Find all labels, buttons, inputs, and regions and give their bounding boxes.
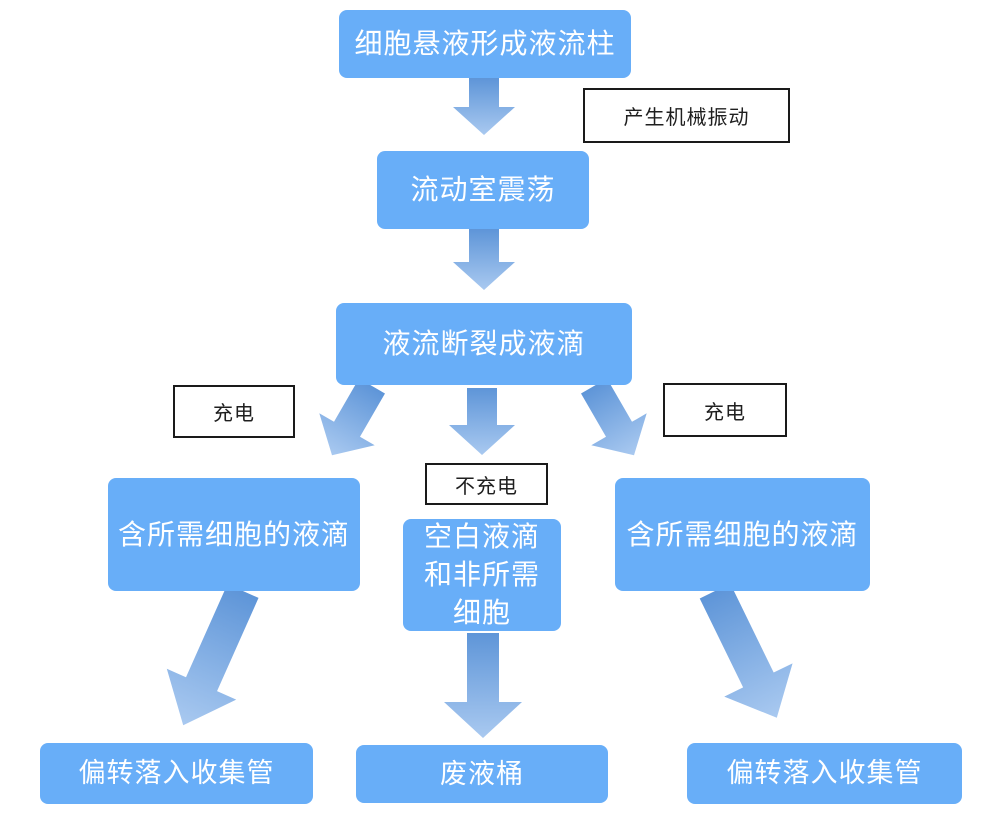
node-deflect-into-collection-tube-left: 偏转落入收集管	[40, 743, 313, 804]
node-blank-droplets-undesired-cells: 空白液滴 和非所需 细胞	[403, 519, 561, 631]
arrow-left-to-collect-icon	[166, 584, 259, 726]
node-stream-breaks-into-droplets: 液流断裂成液滴	[336, 303, 632, 385]
arrow-right-to-collect-icon	[699, 583, 793, 718]
label-charge-right: 充电	[663, 383, 787, 437]
arrow-top-to-flowchamber-icon	[453, 78, 515, 135]
label-mechanical-vibration: 产生机械振动	[583, 88, 790, 143]
label-no-charge: 不充电	[425, 463, 548, 505]
arrow-breakup-to-right-icon	[581, 378, 647, 456]
node-cell-suspension-stream: 细胞悬液形成液流柱	[339, 10, 631, 78]
label-charge-left: 充电	[173, 385, 295, 438]
arrow-middle-to-waste-icon	[444, 633, 522, 738]
node-droplets-with-desired-cells-right: 含所需细胞的液滴	[615, 478, 870, 591]
arrow-breakup-to-left-icon	[319, 378, 385, 456]
node-flow-chamber-oscillation: 流动室震荡	[377, 151, 589, 229]
node-deflect-into-collection-tube-right: 偏转落入收集管	[687, 743, 962, 804]
arrow-flowchamber-to-breakup-icon	[453, 229, 515, 290]
arrow-breakup-to-middle-icon	[449, 388, 515, 455]
node-droplets-with-desired-cells-left: 含所需细胞的液滴	[108, 478, 360, 591]
node-waste-container: 废液桶	[356, 745, 608, 803]
